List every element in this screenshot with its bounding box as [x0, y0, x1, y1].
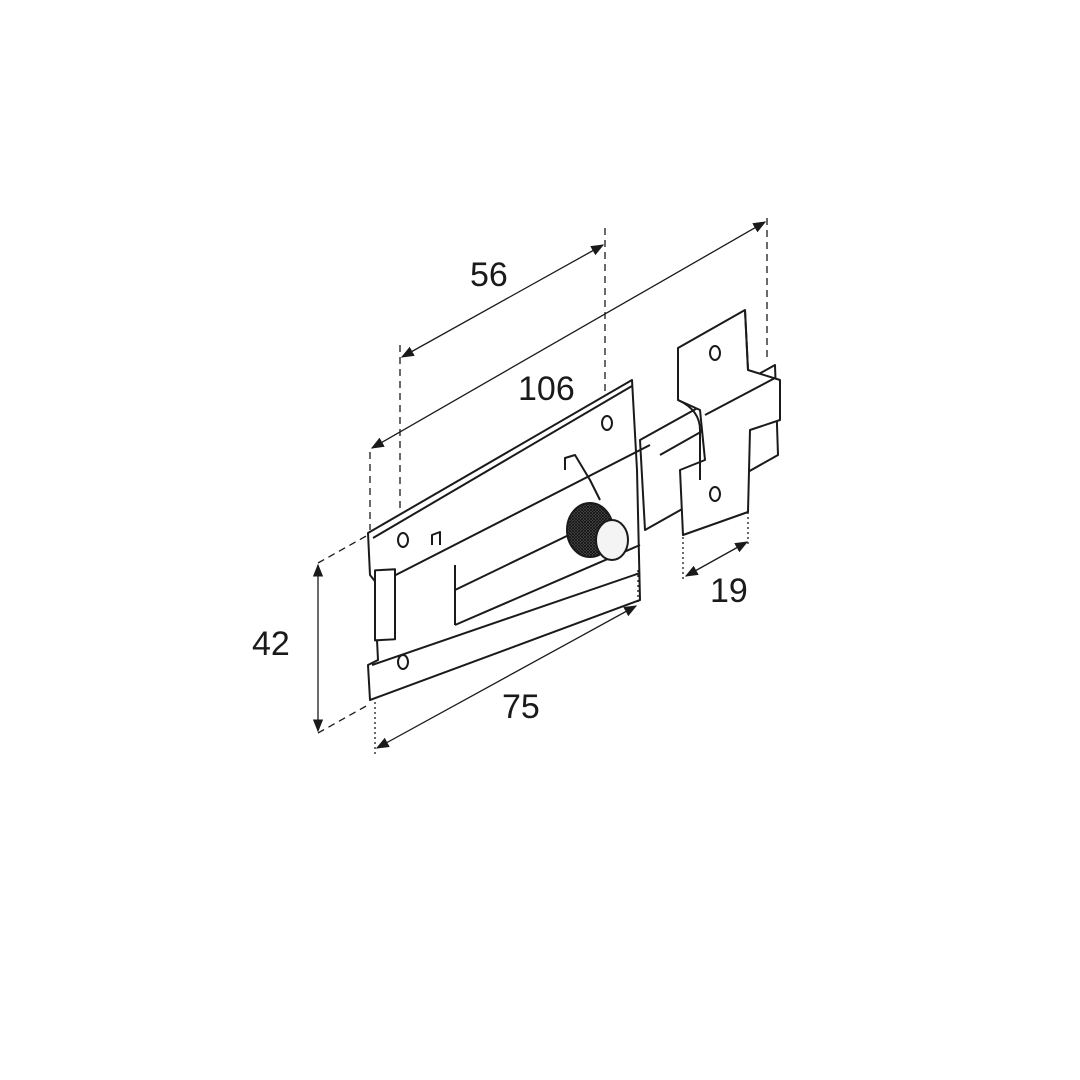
dimension-label-56: 56	[470, 256, 508, 294]
bolt-knob	[566, 502, 629, 561]
dimension-75: 75	[374, 570, 639, 757]
plate-screw-hole-1	[397, 532, 409, 548]
knob-face	[595, 519, 629, 561]
dimension-19: 19	[682, 512, 749, 610]
dimension-label-75: 75	[502, 688, 540, 726]
dimension-label-106: 106	[518, 370, 575, 408]
dimension-label-42: 42	[252, 625, 290, 663]
dimension-42: 42	[252, 534, 369, 734]
dimension-label-19: 19	[710, 572, 748, 610]
keeper-screw-hole-bottom	[709, 486, 721, 502]
dimension-106: 106	[369, 218, 768, 530]
